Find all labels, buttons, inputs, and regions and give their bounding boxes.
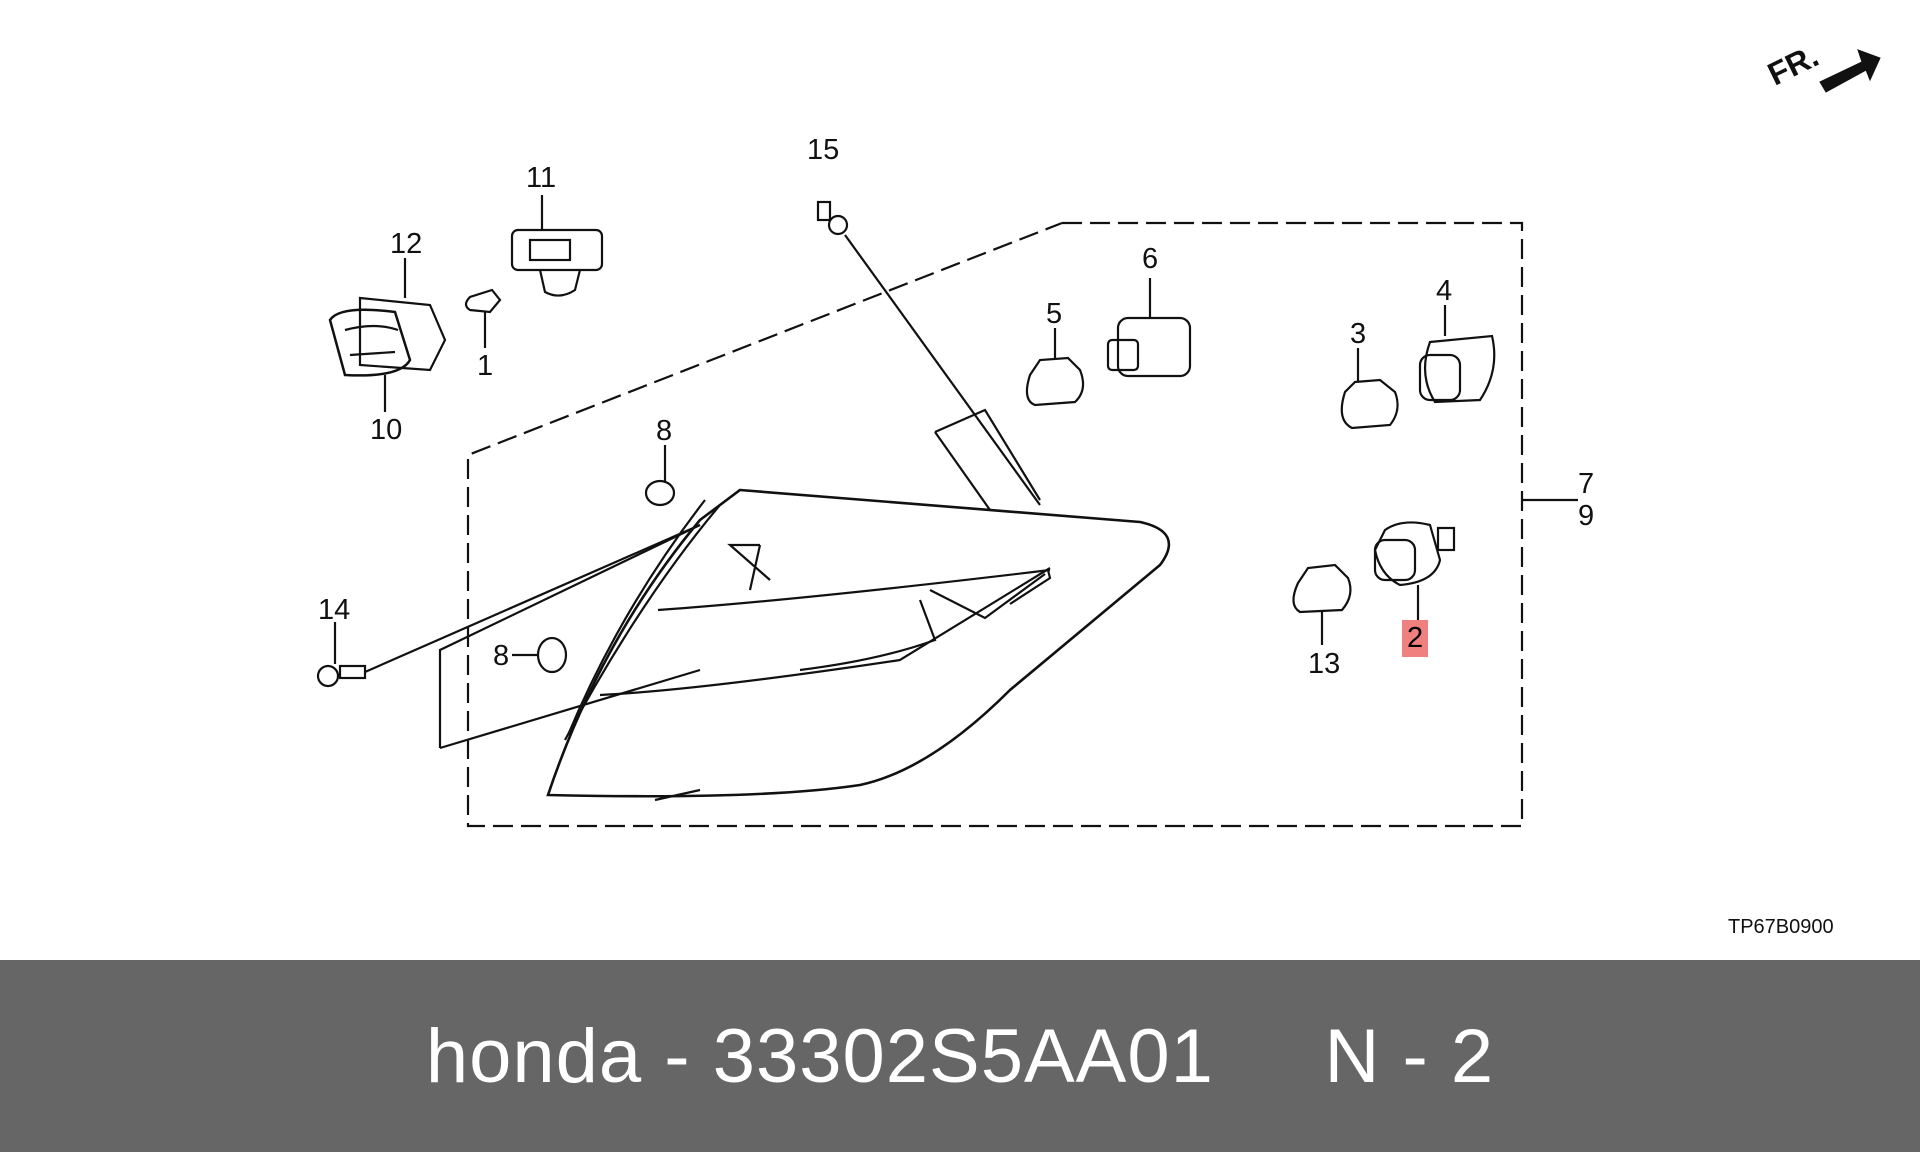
front-direction-arrow-icon xyxy=(1819,49,1881,93)
part-caption: honda - 33302S5AA01 N - 2 xyxy=(425,1013,1495,1099)
callout-10: 10 xyxy=(370,414,403,446)
assembly-boundary xyxy=(466,221,1524,828)
bulb-13-icon xyxy=(1292,563,1352,645)
screw-15-icon xyxy=(816,200,1041,506)
caption-bar: honda - 33302S5AA01 N - 2 xyxy=(0,960,1920,1152)
callout-12: 12 xyxy=(390,228,423,260)
gasket-8-lower-icon xyxy=(536,636,568,674)
license-lamp-housing-icon xyxy=(328,258,447,412)
callout-3: 3 xyxy=(1350,318,1367,350)
callout-1: 1 xyxy=(477,350,494,382)
bulb-3-icon xyxy=(1340,348,1399,430)
bulb-1-icon xyxy=(464,288,502,348)
socket-4-icon xyxy=(1418,305,1496,404)
callout-13: 13 xyxy=(1308,648,1341,680)
gasket-8-upper-icon xyxy=(644,479,676,507)
tail-lamp-lens xyxy=(546,488,1171,798)
parts-diagram: 15 11 12 1 10 6 5 4 3 8 8 7 9 14 13 2 FR… xyxy=(316,37,1881,938)
diagram-code: TP67B0900 xyxy=(1728,916,1834,938)
bulb-5-icon xyxy=(1025,328,1085,407)
socket-2-icon xyxy=(1373,521,1456,620)
callout-2-highlighted: 2 xyxy=(1402,620,1429,657)
callout-15: 15 xyxy=(807,134,840,166)
connector-11-icon xyxy=(510,195,604,297)
screw-14-icon xyxy=(316,523,701,688)
callout-4: 4 xyxy=(1436,275,1453,307)
callout-9: 9 xyxy=(1578,500,1595,532)
socket-6-icon xyxy=(1106,278,1192,378)
callout-8-lower: 8 xyxy=(493,640,510,672)
callout-14: 14 xyxy=(318,594,351,626)
callout-5: 5 xyxy=(1046,298,1063,330)
callout-6: 6 xyxy=(1142,243,1159,275)
callout-8-upper: 8 xyxy=(656,415,673,447)
callout-11: 11 xyxy=(526,162,557,194)
callout-7: 7 xyxy=(1578,468,1595,500)
exploded-view-drawing xyxy=(316,49,1881,828)
